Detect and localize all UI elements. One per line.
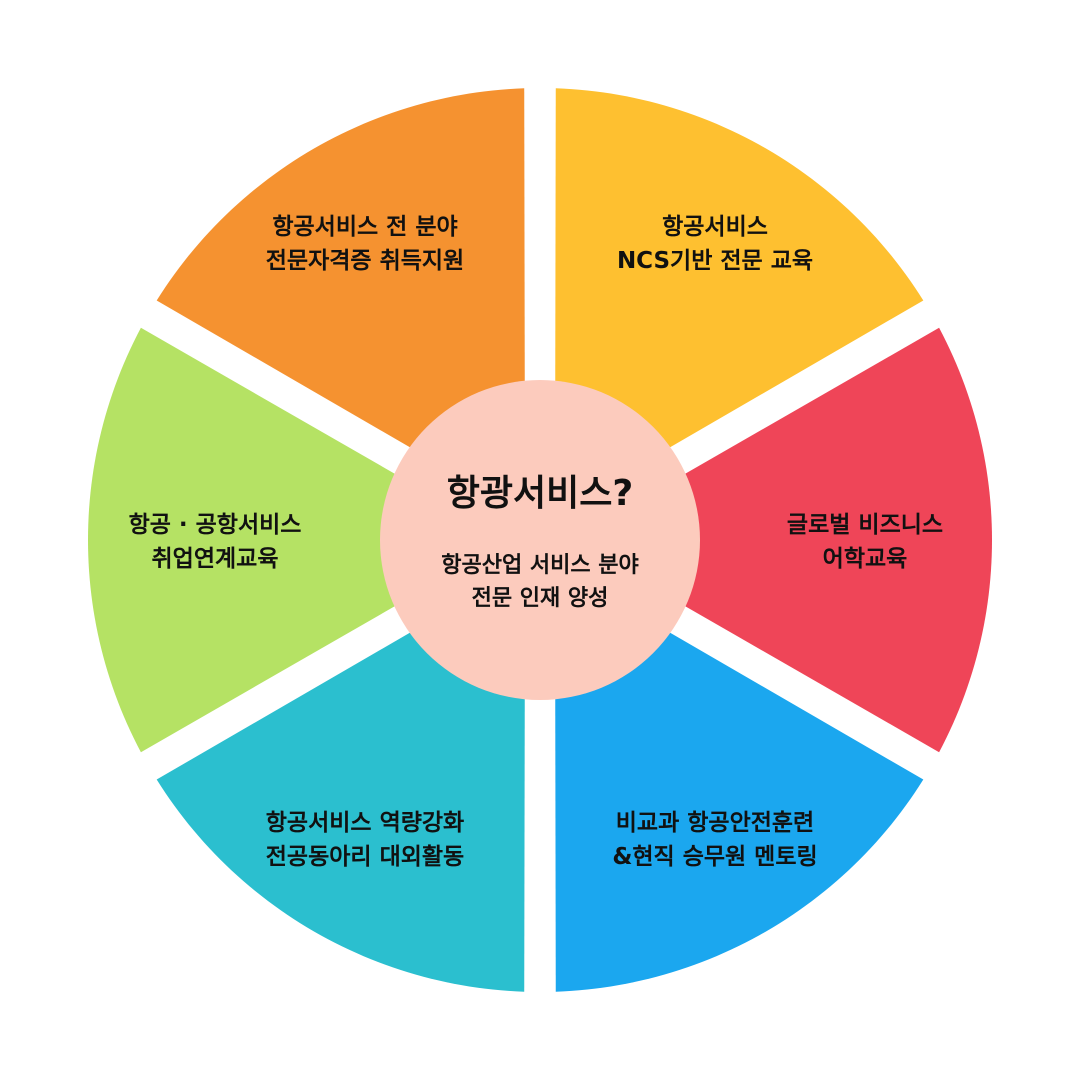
segment-certificate <box>156 88 525 515</box>
segment-safety-mentoring-label-line2: &현직 승무원 멘토링 <box>612 844 817 870</box>
segment-employment <box>88 327 510 753</box>
segment-ncs <box>555 88 924 515</box>
segment-employment-label-line1: 항공 · 공항서비스 <box>129 512 302 538</box>
center-subtitle-line1: 항공산업 서비스 분야 <box>441 553 638 578</box>
segments-layer <box>88 88 992 992</box>
center-title: 항광서비스? <box>447 473 633 514</box>
segment-ncs-label-line1: 항공서비스 <box>662 214 768 240</box>
segment-club-label-line2: 전공동아리 대외활동 <box>266 844 464 870</box>
segment-club <box>156 565 525 992</box>
segment-employment-label-line2: 취업연계교육 <box>152 546 279 572</box>
center-subtitle-line2: 전문 인재 양성 <box>472 586 609 611</box>
segment-certificate-label-line2: 전문자격증 취득지원 <box>266 248 464 274</box>
segment-ncs-label-line2: NCS기반 전문 교육 <box>617 248 813 274</box>
segment-language-label-line1: 글로벌 비즈니스 <box>787 512 943 538</box>
segment-safety-mentoring <box>555 565 924 992</box>
center-circle <box>380 380 700 700</box>
segment-certificate-label-line1: 항공서비스 전 분야 <box>272 214 457 240</box>
segment-language <box>570 327 992 753</box>
segment-club-label-line1: 항공서비스 역량강화 <box>266 810 464 836</box>
segment-language-label-line2: 어학교육 <box>823 546 908 572</box>
segment-safety-mentoring-label-line1: 비교과 항공안전훈련 <box>616 810 814 836</box>
